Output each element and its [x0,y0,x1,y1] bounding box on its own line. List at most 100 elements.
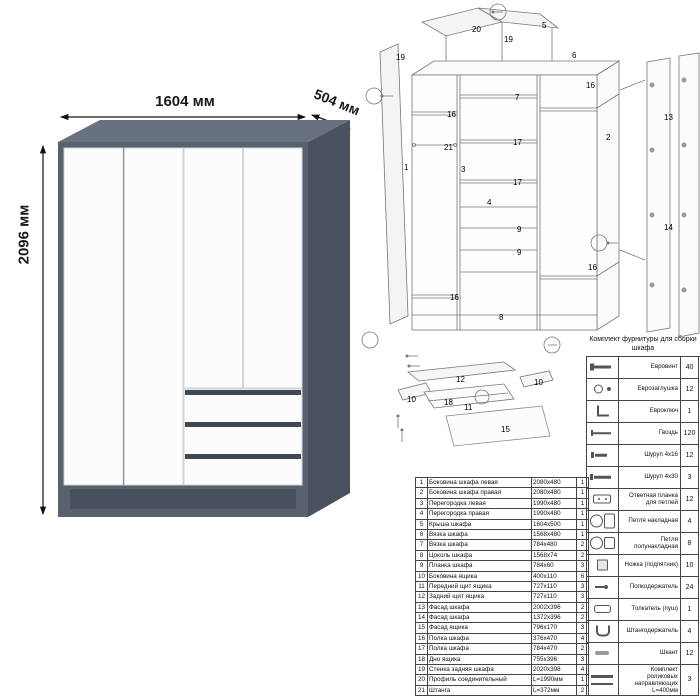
part-number: 21 [416,685,428,697]
part-number: 18 [416,654,428,666]
hardware-item-name: Евроключ [619,400,681,423]
part-number-callout: 17 [513,138,522,147]
hardware-item-icon [587,466,619,489]
parts-table-row: 1 Боковина шкафа левая 2080x480 1 [416,478,589,489]
part-number: 12 [416,592,428,603]
parts-table-row: 15 Фасад ящика 796x170 3 [416,623,589,634]
part-number-callout: 10 [407,395,416,404]
hardware-item-quantity: 40 [681,356,699,379]
parts-list-table: 1 Боковина шкафа левая 2080x480 1 2 Боко… [415,477,589,697]
hardware-row: Толкатель (пуш) 1 [587,598,700,621]
part-number: 3 [416,498,428,510]
part-size: 400x110 [532,571,577,582]
part-number-callout: 9 [517,225,522,234]
hardware-item-name: Комплект роликовых направляющих L=400мм [619,664,681,696]
hardware-row: Ответная планка для петлей 12 [587,488,700,511]
cabinet-body [58,120,350,517]
hardware-item-icon [587,400,619,423]
hardware-row: Ножка (подпятник) 10 [587,554,700,577]
hardware-item-icon [587,598,619,621]
part-name: Дно ящика [428,654,532,666]
parts-table-row: 2 Боковина шкафа правая 2080x480 1 [416,488,589,499]
hardware-item-icon [587,576,619,599]
part-number: 8 [416,550,428,562]
hardware-row: Полкодержатель 24 [587,576,700,599]
dimension-arrows [39,113,351,516]
part-name: Стенка задняя шкафа [428,665,532,676]
part-name: Боковина ящика [428,571,532,582]
hardware-row: Комплект роликовых направляющих L=400мм … [587,664,700,696]
hardware-item-name: Ножка (подпятник) [619,554,681,577]
hardware-row: Шуруп 4x16 12 [587,444,700,467]
hardware-item-icon [587,532,619,555]
part-size: 1568x480 [532,529,577,541]
hardware-item-name: Шкант [619,642,681,665]
part-number: 4 [416,509,428,520]
hardware-item-quantity: 4 [681,510,699,533]
part-number-callout: 16 [450,293,459,302]
part-number: 15 [416,623,428,634]
part-name: Цоколь шкафа [428,550,532,562]
part-name: Боковина шкафа правая [428,488,532,499]
part-number-callout: 13 [664,113,673,122]
exploded-drawing [361,3,700,447]
part-number: 7 [416,540,428,551]
hardware-item-name: Шуруп 4x16 [619,444,681,467]
hardware-row: Штангодержатель 4 [587,620,700,643]
width-dimension-label: 1604 мм [155,93,215,110]
hardware-item-name: Петля накладная [619,510,681,533]
part-number-callout: 16 [447,110,456,119]
part-number-callout: 4 [487,198,492,207]
part-number-callout: 20 [472,25,481,34]
hardware-item-icon [587,356,619,379]
parts-table-row: 13 Фасад шкафа 2002x396 2 [416,602,589,614]
part-size: L=1990мм [532,675,577,686]
parts-table-row: 9 Планка шкафа 784x60 3 [416,561,589,572]
part-number-callout: 8 [499,313,504,322]
part-name: Перегородка левая [428,498,532,510]
part-name: Полка шкафа [428,644,532,655]
part-number-callout: 21 [444,143,453,152]
hardware-kit: Комплект фурнитуры для сборки шкафа Евро… [586,336,700,696]
hardware-item-icon [587,642,619,665]
part-size: 727x110 [532,581,577,593]
hardware-item-quantity: 24 [681,576,699,599]
part-quantity: 2 [577,685,589,697]
part-name: Фасад шкафа [428,602,532,614]
part-size: 727x110 [532,592,577,603]
part-number-callout: 5 [542,21,547,30]
part-name: Планка шкафа [428,561,532,572]
parts-table-row: 21 Штанга L=372мм 2 [416,685,589,697]
part-size: 1568x74 [532,550,577,562]
hardware-item-name: Штангодержатель [619,620,681,643]
exploded-diagram: 19 20 19 5 6 16 7 16 21 1 3 17 17 9 9 4 … [352,0,700,470]
part-size: 2080x480 [532,478,577,489]
part-number-callout: 7 [515,93,520,102]
part-size: 1372x396 [532,613,577,624]
part-quantity: 4 [577,665,589,676]
height-dimension-label: 2096 мм [15,204,33,265]
hardware-item-icon [587,554,619,577]
part-size: 1604x500 [532,519,577,530]
part-number-callout: 14 [664,223,673,232]
hardware-item-quantity: 1 [681,598,699,621]
hardware-item-name: Гвоздь [619,422,681,445]
hardware-item-icon [587,422,619,445]
hardware-row: Еврозаглушка 12 [587,378,700,401]
hardware-row: Петля полунакладная 8 [587,532,700,555]
parts-table-row: 3 Перегородка левая 1990x480 1 [416,498,589,510]
part-number-callout: 15 [501,425,510,434]
hardware-item-quantity: 3 [681,664,699,696]
part-number-callout: 1 [404,163,409,172]
part-size: 784x60 [532,561,577,572]
part-name: Фасад ящика [428,623,532,634]
hardware-item-name: Полкодержатель [619,576,681,599]
hardware-row: Петля накладная 4 [587,510,700,533]
hardware-kit-title: Комплект фурнитуры для сборки шкафа [589,336,697,352]
part-name: Полка шкафа [428,633,532,645]
part-number: 9 [416,561,428,572]
hardware-row: Евровинт 40 [587,356,700,379]
part-size: 796x170 [532,623,577,634]
hardware-item-icon [587,378,619,401]
